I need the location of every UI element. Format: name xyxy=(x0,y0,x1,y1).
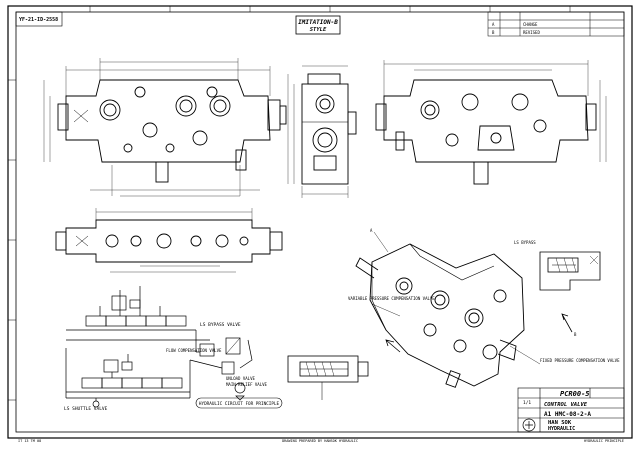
top-view xyxy=(55,219,283,263)
view-b-label: B xyxy=(574,332,577,337)
rear-view xyxy=(375,79,597,185)
isometric-view xyxy=(355,243,525,388)
revision-table xyxy=(487,11,625,37)
footer-left: IT 13 TM 08 xyxy=(18,439,41,443)
company-line1: HAN SOK xyxy=(548,420,572,426)
arrow-a xyxy=(385,339,401,353)
fixed-leader xyxy=(509,345,541,365)
rear-view-dimensions xyxy=(383,60,607,162)
stamp-line1: IMITATION-B xyxy=(298,19,338,26)
arrow-b xyxy=(561,313,573,333)
front-view xyxy=(57,79,287,183)
side-view-dimensions xyxy=(287,65,349,198)
model-number: PCR00-5 xyxy=(560,390,590,398)
detail-compensation-valve xyxy=(287,355,369,400)
drawing-number: A1 HMC-08-2-A xyxy=(544,411,591,418)
rev-row-1-rev: A xyxy=(492,22,495,27)
rev-row-1-note: CHANGE xyxy=(523,22,538,27)
view-a-label: A xyxy=(370,228,373,233)
part-name: CONTROL VALVE xyxy=(544,402,588,408)
flow-compensation-label: FLOW COMPENSATION VALVE xyxy=(166,348,222,353)
inner-border xyxy=(15,11,625,433)
ls-bypass-valve-label: LS BYPASS VALVE xyxy=(200,322,241,328)
drawing-id: YF-21-ID-2558 xyxy=(19,17,58,23)
logo-cross xyxy=(525,421,533,429)
company-logo-icon xyxy=(522,418,536,432)
view-a-leader xyxy=(373,231,389,253)
hydraulic-circuit-label: HYDRAULIC CIRCUIT FOR PRINCIPLE xyxy=(199,401,280,407)
footer-right: HYDRAULIC PRINCIPLE xyxy=(584,439,624,443)
fixed-pressure-label: FIXED PRESSURE COMPENSATION VALVE xyxy=(540,358,620,363)
stamp-box xyxy=(295,15,341,35)
zone-ticks xyxy=(8,6,571,401)
ls-shuttle-valve-label: LS SHUTTLE VALVE xyxy=(64,406,108,412)
title-block xyxy=(517,387,625,433)
rev-row-2-note: REVISED xyxy=(523,30,540,35)
unload-valve-label: UNLOAD VALVE xyxy=(226,376,255,381)
side-view xyxy=(301,73,357,185)
top-view-dimensions xyxy=(95,208,253,273)
circuit-caption-box xyxy=(195,397,283,409)
detail-ls-bypass xyxy=(539,251,601,291)
rev-row-2-rev: B xyxy=(492,30,495,35)
footer-center: DRAWING PREPARED BY HANSOK HYDRAULIC xyxy=(282,439,358,443)
hydraulic-circuit xyxy=(65,286,253,408)
scale-value: 1/1 xyxy=(523,400,531,406)
variable-pressure-label: VARIABLE PRESSURE COMPENSATION VALVE xyxy=(348,296,435,301)
variable-leader xyxy=(371,303,401,317)
main-relief-valve-label: MAIN RELIEF VALVE xyxy=(226,382,268,387)
outer-border xyxy=(7,5,633,439)
ls-bypass-note: LS BYPASS xyxy=(514,240,536,245)
front-view-dimensions xyxy=(43,58,271,197)
id-box xyxy=(15,11,63,27)
stamp-line2: STYLE xyxy=(310,27,327,33)
company-line2: HYDRAULIC xyxy=(548,426,575,432)
